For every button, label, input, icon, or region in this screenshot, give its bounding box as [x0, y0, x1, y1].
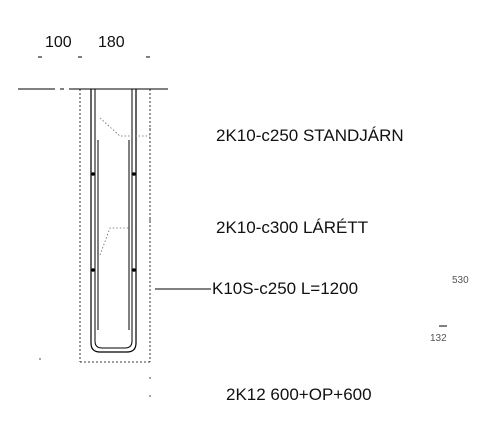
dimension-left: 100: [45, 34, 72, 51]
side-value-lower: 132: [430, 333, 447, 344]
label-vertical-bars: 2K10-c250 STANDJÁRN: [216, 126, 404, 145]
wall-outline: [79, 89, 151, 363]
leader-lines: [99, 117, 150, 256]
side-value-upper: 530: [452, 275, 469, 286]
label-horizontal-bars: 2K10-c300 LÁRÉTT: [216, 218, 369, 237]
dimension-right: 180: [98, 34, 125, 51]
u-bar: [90, 89, 137, 353]
label-stirrups: K10S-c250 L=1200: [212, 279, 359, 298]
label-bottom-bars: 2K12 600+OP+600: [226, 385, 372, 404]
vertical-bars: [97, 140, 130, 330]
small-marks: [39, 128, 151, 397]
bar-dots: [91, 172, 136, 272]
